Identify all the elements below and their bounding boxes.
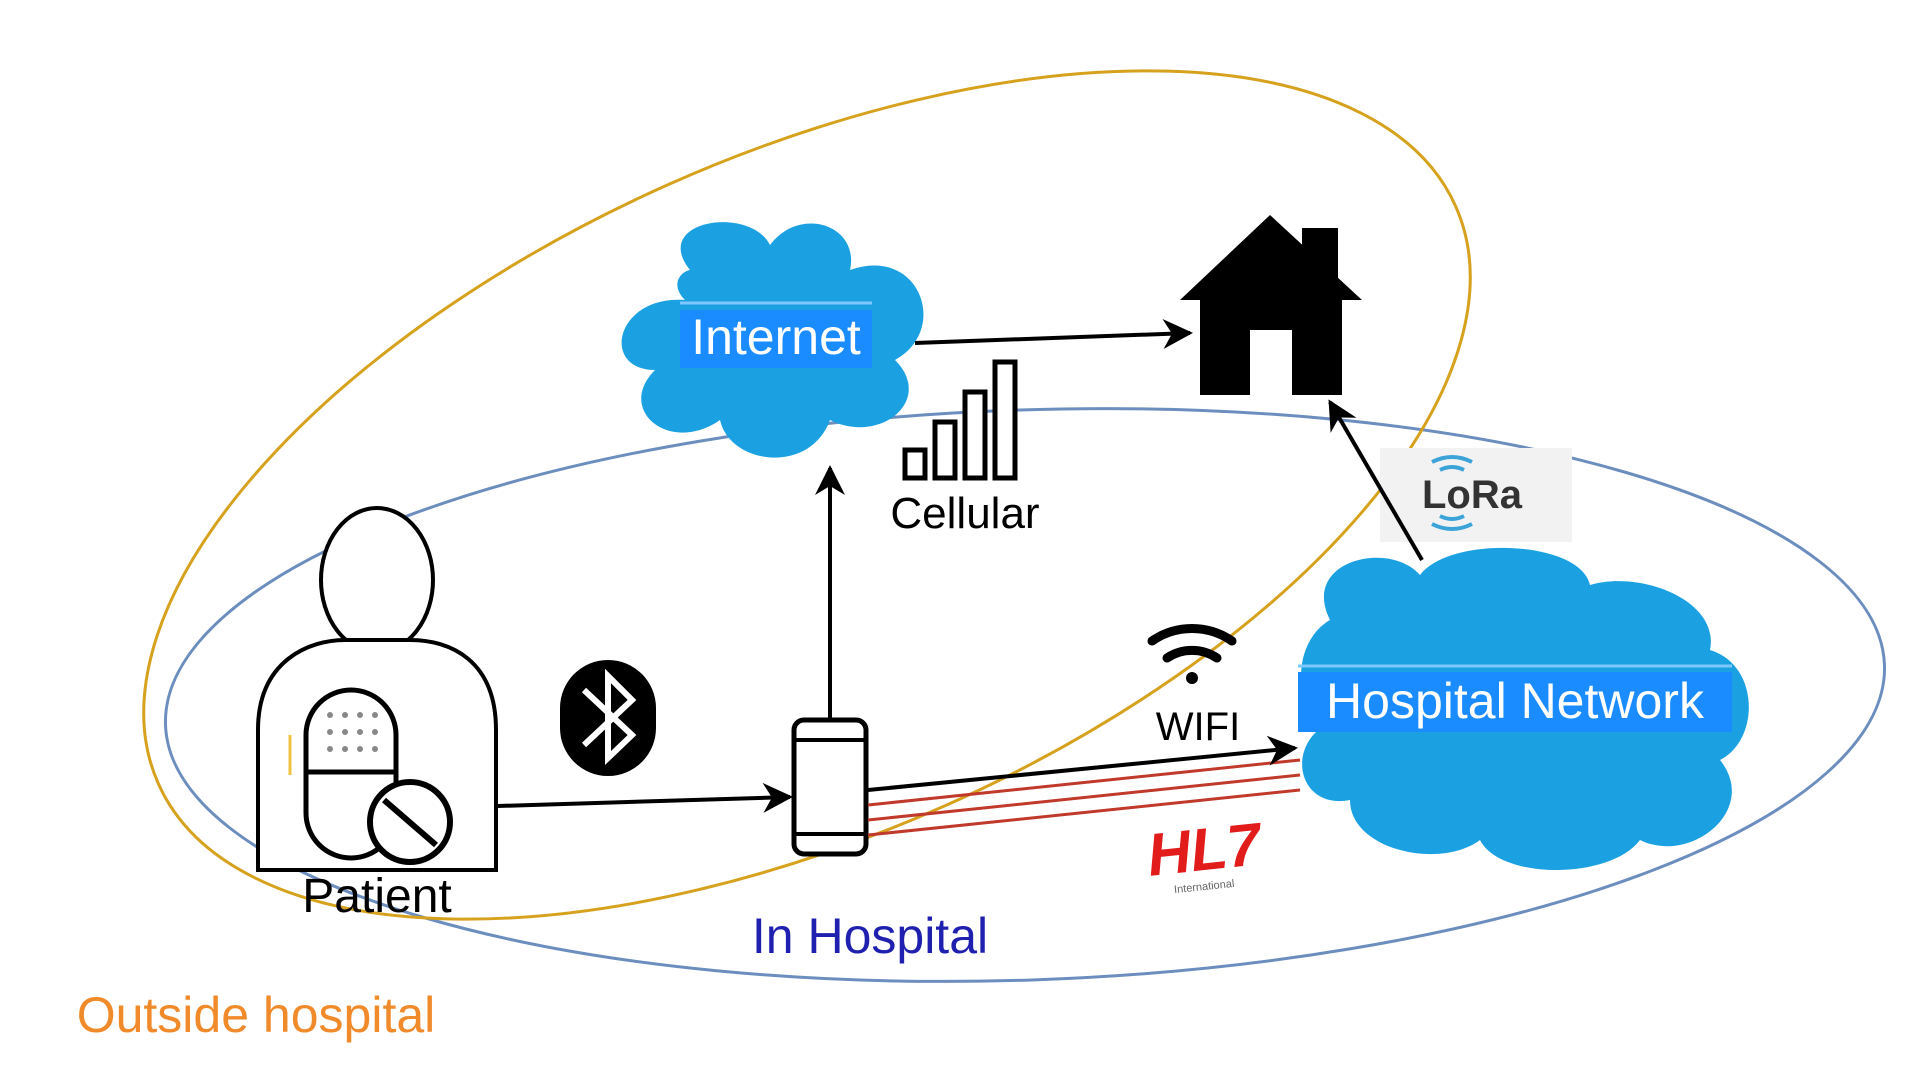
patient-label: Patient <box>302 870 451 923</box>
outside-hospital-ellipse <box>142 69 1472 921</box>
internet-label-bg <box>680 310 872 368</box>
house-icon <box>1180 215 1362 395</box>
lora-label: LoRa <box>1422 473 1523 517</box>
internet-label: Internet <box>691 309 861 365</box>
cellular-label: Cellular <box>890 489 1039 538</box>
arrow-patient-to-phone <box>497 782 793 813</box>
hospital-network-label: Hospital Network <box>1326 673 1705 729</box>
lora-logo <box>1380 448 1572 542</box>
bluetooth-icon <box>560 660 656 776</box>
arrow-internet-to-home <box>914 318 1193 349</box>
patient-icon <box>256 506 498 872</box>
wifi-icon <box>1147 624 1237 684</box>
wifi-label: WIFI <box>1156 705 1240 749</box>
hospital-network-label-bg <box>1298 672 1732 732</box>
in-hospital-label: In Hospital <box>752 908 988 964</box>
hl7-link-lines <box>867 758 1301 837</box>
hl7-label: HL7 <box>1144 810 1266 889</box>
hl7-logo: HL7 International <box>1144 810 1266 896</box>
arrows <box>497 318 1424 813</box>
arrow-hospital-network-to-home <box>1328 399 1424 562</box>
smartphone-icon <box>791 717 869 857</box>
outside-hospital-label: Outside hospital <box>77 987 436 1043</box>
signal-bars-icon <box>902 359 1018 481</box>
arrow-phone-to-hospital-network <box>867 735 1298 792</box>
